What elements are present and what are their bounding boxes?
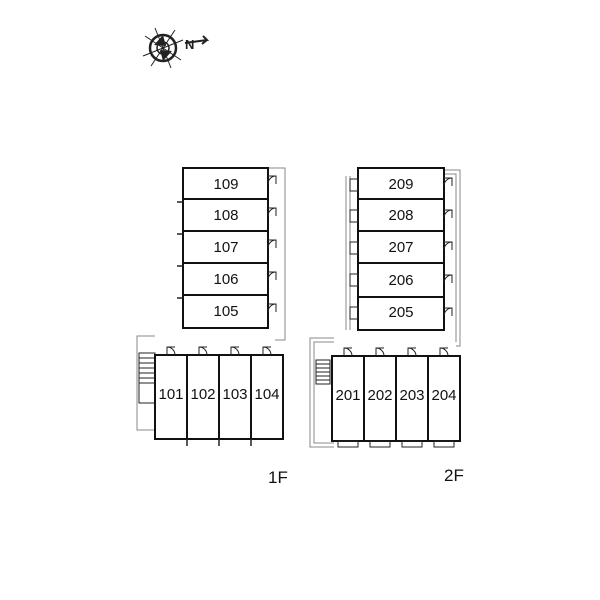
- unit-108: 108: [182, 198, 277, 232]
- stair-icon: [138, 352, 156, 404]
- floor-label-2f: 2F: [444, 466, 464, 485]
- unit-label: 206: [388, 272, 413, 289]
- unit-label: 103: [222, 386, 247, 403]
- unit-label: 207: [388, 239, 413, 256]
- unit-label: 208: [388, 207, 413, 224]
- unit-label: 109: [213, 176, 238, 193]
- unit-label: 209: [388, 176, 413, 193]
- unit-106: 106: [182, 262, 277, 296]
- unit-label: 105: [213, 303, 238, 320]
- unit-label: 203: [399, 387, 424, 404]
- stair-icon: [315, 359, 331, 385]
- unit-label: 106: [213, 271, 238, 288]
- unit-label: 108: [213, 207, 238, 224]
- unit-101: 101: [154, 346, 188, 440]
- unit-207: 207: [349, 230, 453, 264]
- unit-205: 205: [349, 296, 453, 331]
- unit-105: 105: [182, 294, 277, 329]
- unit-label: 202: [367, 387, 392, 404]
- unit-label: 201: [335, 387, 360, 404]
- unit-102: 102: [186, 346, 220, 440]
- unit-209: 209: [349, 167, 453, 200]
- unit-label: 107: [213, 239, 238, 256]
- unit-204: 204: [427, 347, 461, 448]
- unit-208: 208: [349, 198, 453, 232]
- unit-206: 206: [349, 262, 453, 298]
- floor-2f: 209 208 207 206 205: [309, 167, 461, 448]
- unit-label: 104: [254, 386, 279, 403]
- unit-107: 107: [182, 230, 277, 264]
- compass-icon: [142, 27, 210, 69]
- unit-201: 201: [331, 347, 365, 448]
- unit-label: 102: [190, 386, 215, 403]
- unit-202: 202: [363, 347, 397, 448]
- unit-203: 203: [395, 347, 429, 448]
- unit-label: 101: [158, 386, 183, 403]
- floor-label-1f: 1F: [268, 468, 288, 487]
- floor-1f: 109 108 107 106 105 101: [136, 167, 286, 446]
- unit-label: 204: [431, 387, 456, 404]
- unit-103: 103: [218, 346, 252, 440]
- unit-label: 205: [388, 304, 413, 321]
- unit-104: 104: [250, 346, 284, 440]
- compass-north-label: N: [185, 37, 194, 52]
- unit-109: 109: [182, 167, 277, 200]
